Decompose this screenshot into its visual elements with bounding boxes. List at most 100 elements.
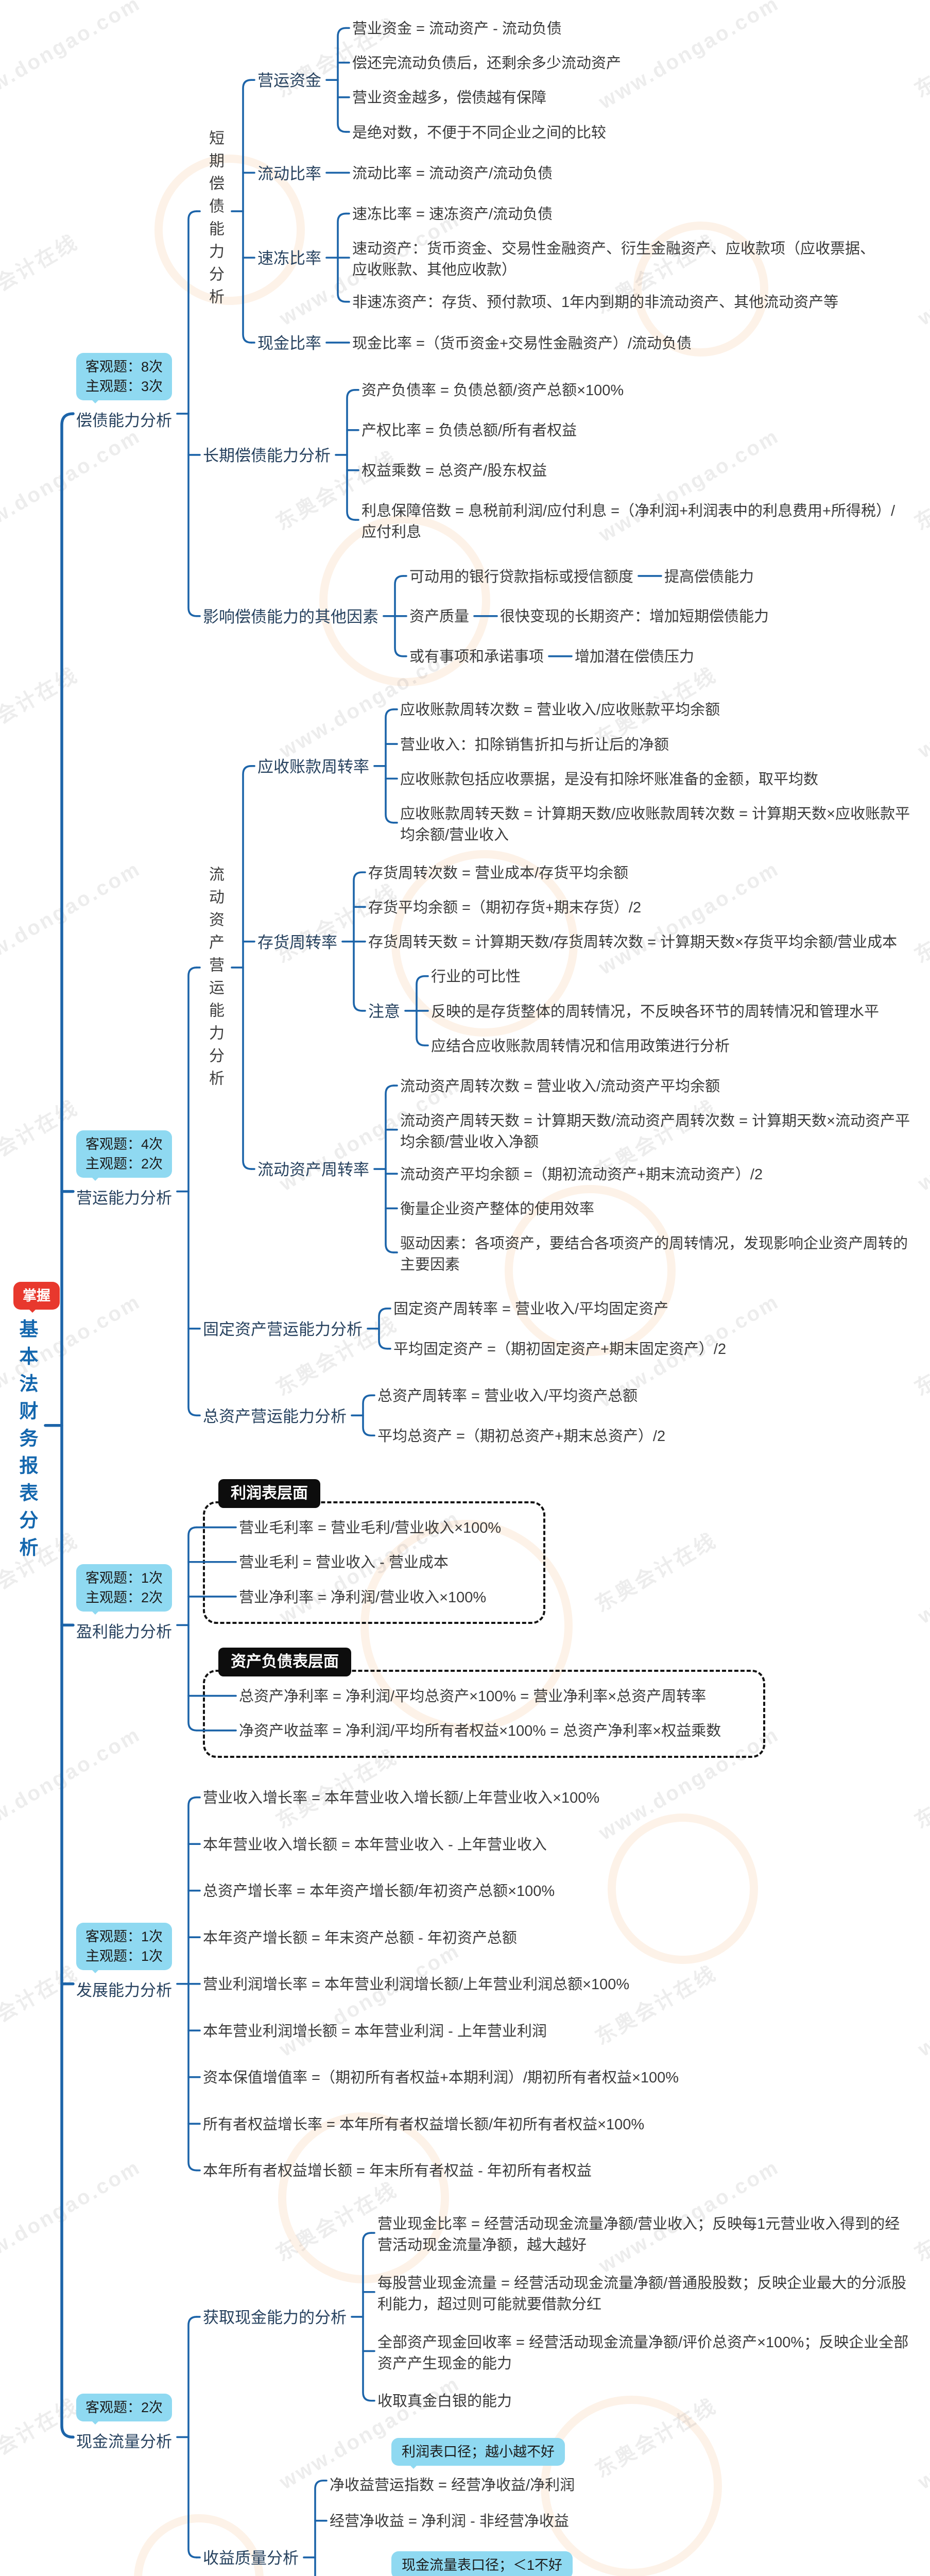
mindmap-node-leaf[interactable]: 平均固定资产 =（期初固定资产+期末固定资产）/2 [393,1339,726,1360]
section-title[interactable]: 利润表层面 [218,1479,320,1508]
mindmap-node-leaf[interactable]: 营业资金 = 流动资产 - 流动负债 [352,19,562,40]
mindmap-node-leaf[interactable]: 流动比率 = 流动资产/流动负债 [352,163,553,184]
mindmap-node-leaf[interactable]: 营业收入增长率 = 本年营业收入增长额/上年营业收入×100% [203,1788,599,1809]
mindmap-node-leaf[interactable]: 存货周转天数 = 计算期天数/存货周转次数 = 计算期天数×存货平均余额/营业成… [368,932,897,953]
mindmap-node-leaf[interactable]: 利息保障倍数 = 息税前利润/应付利息 =（净利润+利润表中的利息费用+所得税）… [361,501,897,543]
mindmap-node-leaf[interactable]: 存货平均余额 =（期初存货+期末存货）/2 [368,897,641,919]
mindmap-node-leaf[interactable]: 非速冻资产：存货、预付款项、1年内到期的非流动资产、其他流动资产等 [352,292,838,313]
mindmap-node-leaf[interactable]: 权益乘数 = 总资产/股东权益 [361,461,547,482]
mindmap-node-branch[interactable]: 营运资金 [257,70,321,92]
mindmap-node-leaf[interactable]: 或有事项和承诺事项 [409,647,544,668]
mindmap-node-leaf[interactable]: 营业收入：扣除销售折扣与折让后的净额 [400,735,669,756]
node-label-text: 营运资金 [257,72,321,90]
mindmap-node-leaf[interactable]: 营业净利率 = 净利润/营业收入×100% [239,1587,486,1608]
node-label: 应结合应收账款周转情况和信用政策进行分析 [431,1036,730,1057]
node-label: 偿还完流动负债后，还剩余多少流动资产 [352,53,621,74]
mindmap-node-leaf[interactable]: 营业毛利率 = 营业毛利/营业收入×100% [239,1518,501,1539]
mindmap-node-branch[interactable]: 长期偿债能力分析 [203,445,331,467]
mindmap-node-leaf[interactable]: 速冻比率 = 速冻资产/流动负债 [352,204,553,225]
mindmap-node-leaf[interactable]: 是绝对数，不便于不同企业之间的比较 [352,123,606,144]
node-label: 流动资产平均余额 =（期初流动资产+期末流动资产）/2 [400,1164,763,1185]
mindmap-node-leaf[interactable]: 存货周转次数 = 营业成本/存货平均余额 [368,863,628,884]
mindmap-node-leaf[interactable]: 驱动因素：各项资产，要结合各项资产的周转情况，发现影响企业资产周转的主要因素 [400,1233,922,1276]
mindmap-node-leaf[interactable]: 资产质量 [409,606,469,628]
mindmap-node-leaf[interactable]: 营业现金比率 = 经营活动现金流量净额/营业收入；反映每1元营业收入得到的经营活… [377,2214,913,2256]
node-label: 应收账款包括应收票据，是没有扣除坏账准备的金额，取平均数 [400,769,818,790]
section-title-text: 资产负债表层面 [231,1653,339,1670]
mindmap-node-branch[interactable]: 客观题：1次主观题：1次发展能力分析 [76,1923,173,2002]
mindmap-node-leaf[interactable]: 行业的可比性 [431,967,521,988]
mindmap-node-leaf[interactable]: 本年营业收入增长额 = 本年营业收入 - 上年营业收入 [203,1835,547,1856]
mindmap-node-leaf[interactable]: 固定资产周转率 = 营业收入/平均固定资产 [393,1299,668,1320]
mindmap-node-leaf[interactable]: 总资产净利率 = 净利润/平均总资产×100% = 营业净利率×总资产周转率 [239,1686,706,1707]
node-label: 收取真金白银的能力 [377,2391,512,2412]
mindmap-node-leaf[interactable]: 增加潜在偿债压力 [575,647,694,668]
node-label: 经营净收益 = 净利润 - 非经营净收益 [330,2511,569,2532]
mindmap-node-leaf[interactable]: 本年营业利润增长额 = 本年营业利润 - 上年营业利润 [203,2021,547,2042]
mindmap-node-branch[interactable]: 流动比率 [257,163,321,185]
mindmap-node-branch[interactable]: 客观题：4次主观题：2次营运能力分析 [76,1130,173,1210]
node-label-text: 所有者权益增长率 = 本年所有者权益增长额/年初所有者权益×100% [203,2116,645,2133]
mindmap-node-branch[interactable]: 总资产营运能力分析 [203,1405,347,1428]
mindmap-node-leaf[interactable]: 全部资产现金回收率 = 经营活动现金流量净额/评价总资产×100%；反映企业全部… [377,2332,913,2375]
mindmap-node-leaf[interactable]: 营业毛利 = 营业收入 - 营业成本 [239,1552,449,1573]
node-label-text: 存货平均余额 =（期初存货+期末存货）/2 [368,899,642,916]
mindmap-node-branch[interactable]: 收益质量分析 [203,2547,299,2570]
mindmap-node-branch[interactable]: 客观题：1次主观题：2次盈利能力分析 [76,1564,173,1643]
mindmap-node-vlabel[interactable]: 流动资产营运能力分析 [203,866,440,1095]
mindmap-node-branch[interactable]: 流动资产周转率 [257,1159,369,1181]
mindmap-node-branch[interactable]: 固定资产营运能力分析 [203,1318,363,1341]
mindmap-node-leaf[interactable]: 偿还完流动负债后，还剩余多少流动资产 [352,53,621,74]
mindmap-node-leaf[interactable]: 提高偿债能力 [664,567,754,588]
mindmap-node-leaf[interactable]: 应收账款包括应收票据，是没有扣除坏账准备的金额，取平均数 [400,769,818,790]
mindmap-node-leaf[interactable]: 衡量企业资产整体的使用效率 [400,1199,594,1220]
node-label: 资本保值增值率 =（期初所有者权益+本期利润）/期初所有者权益×100% [203,2067,679,2089]
mindmap-node-leaf[interactable]: 反映的是存货整体的周转情况，不反映各环节的周转情况和管理水平 [431,1002,879,1023]
mindmap-node-leaf[interactable]: 每股营业现金流量 = 经营活动现金流量净额/普通股股数；反映企业最大的分派股利能… [377,2273,913,2315]
mindmap-node-leaf[interactable]: 资产负债率 = 负债总额/资产总额×100% [361,380,624,401]
mindmap-node-leaf[interactable]: 本年资产增长额 = 年末资产总额 - 年初资产总额 [203,1928,517,1949]
mindmap-node-leaf[interactable]: 现金流量表口径；＜1不好现金营运指数 = 经营活动现金流量净额/经营所得现金 [330,2551,679,2576]
mindmap-node-branch[interactable]: 获取现金能力的分析 [203,2307,347,2329]
mindmap-node-leaf[interactable]: 可动用的银行贷款指标或授信额度 [409,567,633,588]
mindmap-node-leaf[interactable]: 流动资产平均余额 =（期初流动资产+期末流动资产）/2 [400,1164,763,1185]
section-title-text: 利润表层面 [231,1484,308,1502]
mindmap-node-leaf[interactable]: 产权比率 = 负债总额/所有者权益 [361,420,577,442]
mindmap-node-leaf[interactable]: 所有者权益增长率 = 本年所有者权益增长额/年初所有者权益×100% [203,2114,644,2136]
mindmap-node-leaf[interactable]: 营业资金越多，偿债越有保障 [352,88,546,109]
mindmap-node-leaf[interactable]: 平均总资产 =（期初总资产+期末总资产）/2 [377,1426,665,1447]
mindmap-node-branch[interactable]: 客观题：8次主观题：3次偿债能力分析 [76,352,173,432]
mindmap-node-branch[interactable]: 存货周转率 [257,931,337,954]
mindmap-node-root[interactable]: 掌握基本法财务报表分析 [13,1282,254,1567]
mindmap-node-branch[interactable]: 注意 [368,1001,400,1023]
mindmap-node-leaf[interactable]: 净资产收益率 = 净利润/平均所有者权益×100% = 总资产净利率×权益乘数 [239,1721,721,1742]
section-title[interactable]: 资产负债表层面 [218,1647,351,1676]
mindmap-node-leaf[interactable]: 应结合应收账款周转情况和信用政策进行分析 [431,1036,730,1057]
mindmap-node-vlabel[interactable]: 短期偿债能力分析 [203,130,392,314]
node-label: 营业收入：扣除销售折扣与折让后的净额 [400,735,669,756]
mindmap-node-leaf[interactable]: 资本保值增值率 =（期初所有者权益+本期利润）/期初所有者权益×100% [203,2067,679,2089]
mindmap-node-leaf[interactable]: 总资产增长率 = 本年资产增长额/年初资产总额×100% [203,1881,555,1902]
mindmap-node-leaf[interactable]: 收取真金白银的能力 [377,2391,512,2412]
mindmap-node-branch[interactable]: 影响偿债能力的其他因素 [203,606,378,629]
mindmap-node-leaf[interactable]: 经营净收益 = 净利润 - 非经营净收益 [330,2511,569,2532]
mindmap-node-branch[interactable]: 现金比率 [257,332,321,355]
node-label-text: 应收账款包括应收票据，是没有扣除坏账准备的金额，取平均数 [400,771,819,788]
mindmap-node-leaf[interactable]: 流动资产周转次数 = 营业收入/流动资产平均余额 [400,1076,720,1097]
mindmap-node-branch[interactable]: 速冻比率 [257,247,321,270]
mindmap-node-branch[interactable]: 客观题：2次现金流量分析 [76,2394,173,2453]
mindmap-node-leaf[interactable]: 很快变现的长期资产：增加短期偿债能力 [500,606,769,628]
mindmap-node-leaf[interactable]: 应收账款周转天数 = 计算期天数/应收账款周转次数 = 计算期天数×应收账款平均… [400,804,922,846]
node-label-text: 行业的可比性 [431,969,521,986]
mindmap-node-leaf[interactable]: 应收账款周转次数 = 营业收入/应收账款平均余额 [400,700,720,721]
mindmap-node-leaf[interactable]: 利润表口径；越小越不好净收益营运指数 = 经营净收益/净利润 [330,2437,575,2496]
node-label-text: 收取真金白银的能力 [377,2393,512,2410]
mindmap-node-branch[interactable]: 应收账款周转率 [257,756,369,778]
mindmap-node-leaf[interactable]: 总资产周转率 = 营业收入/平均资产总额 [377,1386,638,1407]
mindmap-node-leaf[interactable]: 流动资产周转天数 = 计算期天数/流动资产周转次数 = 计算期天数×流动资产平均… [400,1111,922,1153]
mindmap-node-leaf[interactable]: 营业利润增长率 = 本年营业利润增长额/上年营业利润总额×100% [203,1974,629,1995]
mindmap-node-leaf[interactable]: 速动资产：货币资金、交易性金融资产、衍生金融资产、应收款项（应收票据、应收账款、… [352,239,888,281]
mindmap-node-leaf[interactable]: 本年所有者权益增长额 = 年末所有者权益 - 年初所有者权益 [203,2161,592,2182]
mindmap-node-leaf[interactable]: 现金比率 =（货币资金+交易性金融资产）/流动负债 [352,333,692,354]
node-label-text: 资产质量 [409,608,470,625]
